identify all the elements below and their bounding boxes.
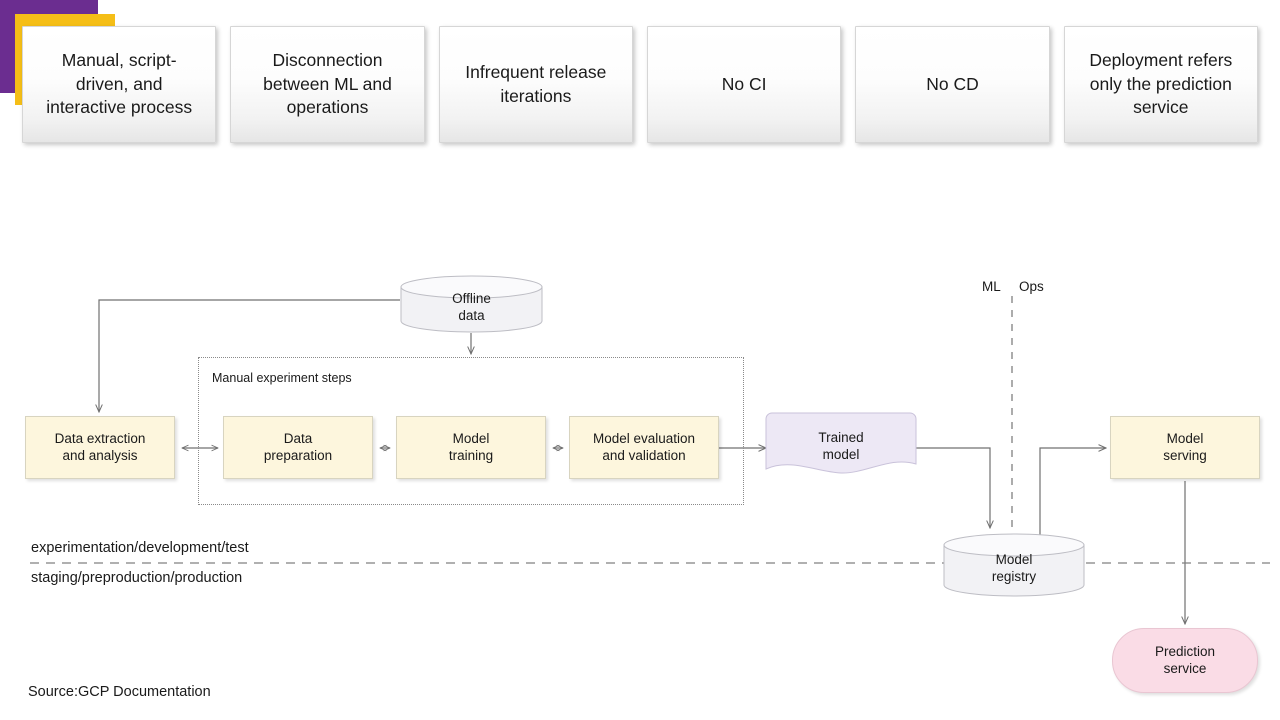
pain-point-card-3[interactable]: Infrequent release iterations [438,26,633,143]
pain-point-card-label: No CD [926,73,979,94]
pain-point-card-label: Disconnection between ML and operations [263,50,392,118]
model-registry-label: Model registry [991,552,1037,584]
cylinder-shape [943,533,1085,597]
node-data-preparation[interactable]: Data preparation [223,416,373,479]
node-label: Data extraction and analysis [54,430,146,463]
node-model-evaluation-and-validation[interactable]: Model evaluation and validation [569,416,719,479]
node-model-training[interactable]: Model training [396,416,546,479]
connector-offlinedata-to-dataextraction [99,299,400,412]
node-label: Data preparation [263,430,333,463]
node-trained-model[interactable]: Trained model [765,412,917,480]
divider-label-ml: ML [982,279,1001,294]
pain-point-card-2[interactable]: Disconnection between ML and operations [230,26,425,143]
node-model-serving[interactable]: Model serving [1110,416,1260,479]
node-data-extraction-and-analysis[interactable]: Data extraction and analysis [25,416,175,479]
pain-point-card-label: Manual, script- driven, and interactive … [46,50,193,118]
pain-point-cards-row: Manual, script- driven, and interactive … [22,26,1258,143]
manual-experiment-steps-label: Manual experiment steps [212,371,352,385]
node-label: Model serving [1163,430,1207,463]
offline-data-cylinder[interactable]: Offline data [400,275,543,333]
pain-point-card-label: Deployment refers only the prediction se… [1089,50,1233,118]
environment-label-upper: experimentation/development/test [31,540,249,556]
cylinder-shape [400,275,543,333]
node-label: Prediction service [1154,643,1216,676]
pain-point-card-label: No CI [721,73,767,94]
divider-label-ops: Ops [1019,279,1044,294]
node-label: Trained model [818,430,864,462]
pain-point-card-4[interactable]: No CI [646,26,842,143]
node-prediction-service[interactable]: Prediction service [1112,628,1258,693]
offline-data-label: Offline data [452,291,491,323]
pain-point-card-label: Infrequent release iterations [465,61,607,106]
connector-trainedmodel-to-registry [916,447,990,528]
model-registry-cylinder[interactable]: Model registry [943,533,1085,597]
document-shape [765,412,917,474]
environment-label-lower: staging/preproduction/production [31,570,243,586]
manual-experiment-steps-group [198,357,744,505]
pain-point-card-1[interactable]: Manual, script- driven, and interactive … [22,26,217,143]
source-attribution: Source:GCP Documentation [28,684,211,700]
node-label: Model training [448,430,494,463]
pain-point-card-5[interactable]: No CD [855,26,1050,143]
pain-point-card-6[interactable]: Deployment refers only the prediction se… [1063,26,1258,143]
connector-registry-to-modelserving [1039,448,1106,545]
node-label: Model evaluation and validation [592,430,696,463]
